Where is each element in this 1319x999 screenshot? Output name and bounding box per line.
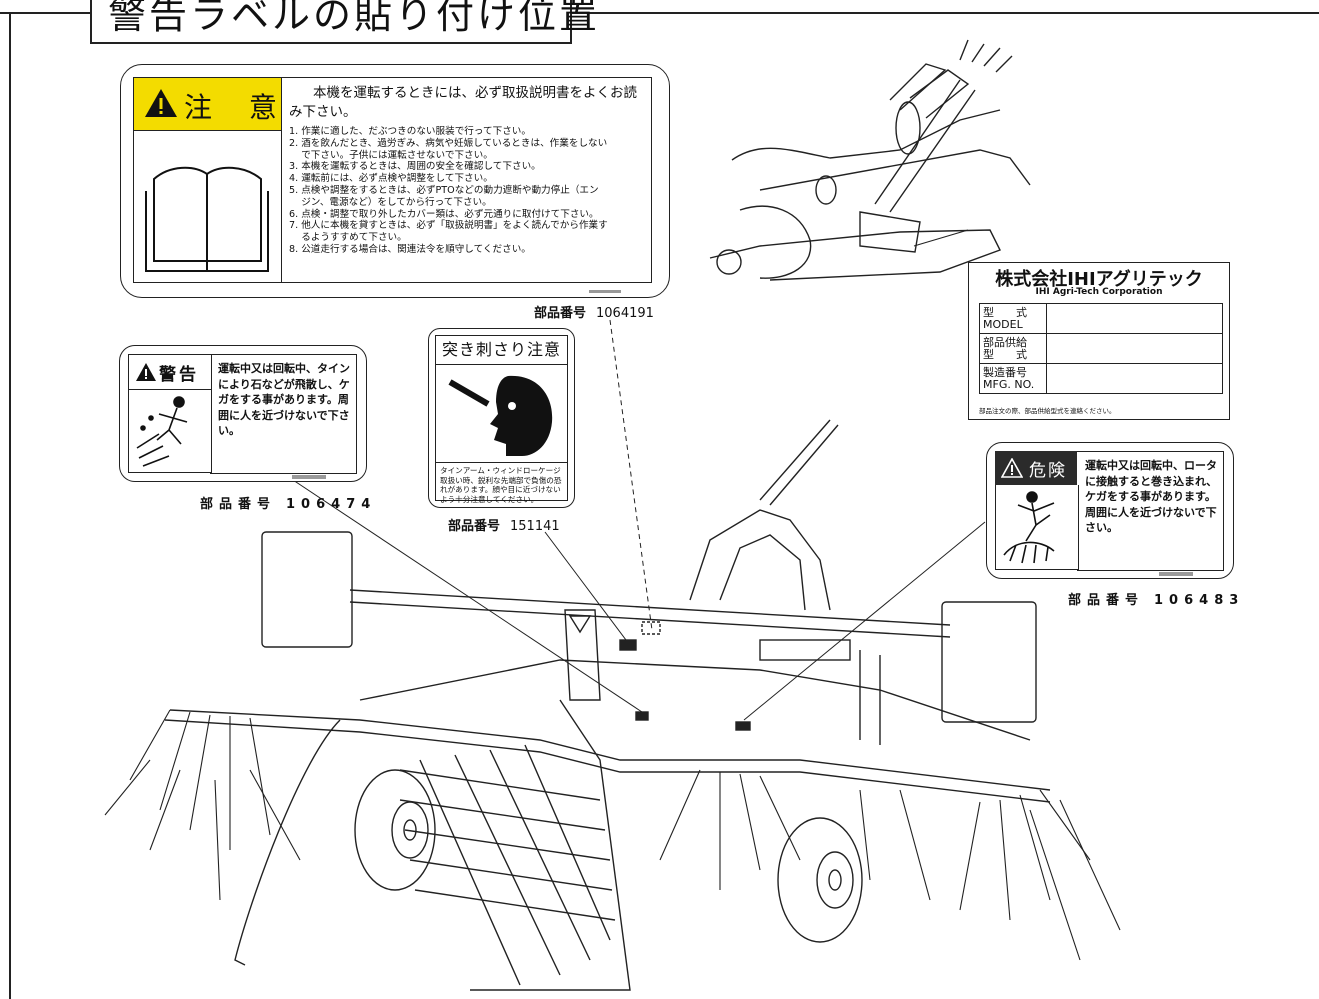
puncture-head-icon	[448, 375, 553, 456]
label-tab	[589, 290, 621, 293]
warning-triangle-icon	[136, 363, 156, 381]
nameplate-row: 型 式 MODEL	[979, 303, 1223, 334]
caution-item: 3. 本機を運転するときは、周囲の安全を確認して下さい。	[289, 161, 541, 173]
danger-message-panel: 運転中又は回転中、ロータに接触すると巻き込まれ、ケガをする事があります。周囲に人…	[1077, 451, 1224, 571]
nameplate-table: 型 式 MODEL 部品供給 型 式 製造番号 MFG. NO.	[979, 303, 1223, 394]
puncture-caution-label: 突き刺さり注意 タインアーム・ウィンドローケージ取扱い時、鋭利な先端部で負傷の恐…	[428, 328, 575, 508]
book-icon	[145, 166, 269, 272]
caution-label: 注 意 本機を運転するときには、必ず取扱説明書をよくお読み下さい。 1. 作業に…	[120, 64, 670, 298]
caution-icon-panel	[133, 129, 282, 283]
caution-item: 4. 運転前には、必ず点検や調整をして下さい。	[289, 173, 493, 185]
wheel-left-drawing	[354, 769, 436, 891]
nameplate-row-value	[1046, 363, 1223, 394]
page-title: 警告ラベルの貼り付け位置	[108, 0, 601, 37]
part-number-label: 部品番号	[200, 497, 277, 512]
hitch-detail-drawing	[709, 39, 1031, 281]
entanglement-icon	[1003, 491, 1055, 564]
part-number-value: 151141	[510, 519, 560, 534]
nameplate-row: 製造番号 MFG. NO.	[979, 363, 1223, 394]
warning-message-panel: 運転中又は回転中、タインにより石などが飛散し、ケガをする事があります。周囲に人を…	[210, 354, 357, 474]
puncture-label-text: タインアーム・ウィンドローケージ取扱い時、鋭利な先端部で負傷の恐れがあります。顔…	[440, 466, 562, 504]
nameplate-row-label: 部品供給 型 式	[979, 333, 1047, 364]
caution-item: 1. 作業に適した、だぶつきのない服装で行って下さい。	[289, 126, 531, 137]
part-number-label: 部品番号	[534, 306, 587, 321]
part-number-value: 1064191	[596, 306, 654, 321]
warning-pictogram-panel	[128, 388, 212, 473]
warning-part-number: 部品番号 106474	[200, 493, 376, 512]
warning-triangle-icon	[145, 89, 177, 117]
part-number-label: 部品番号	[1068, 593, 1145, 608]
nameplate-row-value	[1046, 303, 1223, 334]
part-number-label: 部品番号	[448, 519, 501, 534]
warning-label: 警告 運転中又は回転中、タインにより石などが飛散し、ケガをする事があります。周囲…	[119, 345, 367, 482]
page-frame-top	[0, 12, 1319, 14]
warning-signal-word: 警告	[159, 365, 199, 385]
warning-header: 警告	[128, 354, 212, 390]
label-tab	[1159, 572, 1193, 576]
warning-message: 運転中又は回転中、タインにより石などが飛散し、ケガをする事があります。周囲に人を…	[218, 362, 350, 437]
danger-pictogram-panel	[995, 485, 1079, 570]
flying-stone-icon	[136, 396, 188, 467]
warning-triangle-icon	[1001, 458, 1023, 478]
nameplate: 株式会社IHIアグリテック IHI Agri-Tech Corporation …	[968, 262, 1230, 420]
caution-item: 6. 点検・調整で取り外したカバー類は、必ず元通りに取付けて下さい。	[289, 208, 599, 220]
danger-label: 危険 運転中又は回転中、ロータに接触すると巻き込まれ、ケガをする事があります。周…	[986, 442, 1234, 579]
rake-frame-drawing	[164, 419, 1051, 803]
puncture-label-inner: 突き刺さり注意 タインアーム・ウィンドローケージ取扱い時、鋭利な先端部で負傷の恐…	[435, 335, 568, 504]
nameplate-note: 部品注文の際、部品供給型式を連絡ください。	[979, 407, 1116, 415]
nameplate-row: 部品供給 型 式	[979, 333, 1223, 364]
caution-lead-text: 本機を運転するときには、必ず取扱説明書をよくお読み下さい。	[289, 85, 637, 120]
danger-signal-word: 危険	[1029, 461, 1067, 481]
windrow-cage-drawing	[234, 699, 631, 991]
danger-header: 危険	[995, 451, 1077, 485]
nameplate-row-label: 型 式 MODEL	[979, 303, 1047, 334]
part-number-value: 106474	[286, 497, 377, 512]
danger-part-number: 部品番号 106483	[1068, 589, 1244, 608]
nameplate-company: 株式会社IHIアグリテック	[995, 269, 1203, 290]
caution-signal-word: 注 意	[184, 91, 291, 124]
puncture-label-title: 突き刺さり注意	[436, 336, 567, 365]
puncture-pictogram-panel	[436, 364, 567, 463]
wheel-right-drawing	[777, 817, 863, 943]
nameplate-row-value	[1046, 333, 1223, 364]
part-number-value: 106483	[1154, 593, 1245, 608]
nameplate-company-en: IHI Agri-Tech Corporation	[1035, 287, 1163, 297]
caution-item: 5. 点検や調整をするときは、必ずPTOなどの動力遮断や動力停止（エン ジン、電…	[289, 184, 599, 208]
danger-message: 運転中又は回転中、ロータに接触すると巻き込まれ、ケガをする事があります。周囲に人…	[1085, 459, 1218, 534]
page-title-box: 警告ラベルの貼り付け位置	[90, 0, 597, 44]
caution-item: 8. 公道走行する場合は、関連法令を順守してください。	[289, 243, 531, 255]
tine-arms-drawing	[104, 709, 1121, 961]
caution-part-number: 部品番号 1064191	[534, 302, 654, 321]
caution-item: 7. 他人に本機を貸すときは、必ず「取扱説明書」をよく読んでから作業す るようす…	[289, 220, 608, 244]
caution-item: 2. 酒を飲んだとき、過労ぎみ、病気や妊娠しているときは、作業をしない で下さい…	[289, 137, 608, 161]
label-tab	[292, 475, 326, 479]
caution-text-panel: 本機を運転するときには、必ず取扱説明書をよくお読み下さい。 1. 作業に適した、…	[281, 77, 652, 283]
caution-item-list: 1. 作業に適した、だぶつきのない服装で行って下さい。 2. 酒を飲んだとき、過…	[289, 126, 649, 256]
page-frame-left	[9, 12, 11, 999]
caution-header: 注 意	[133, 77, 282, 131]
puncture-part-number: 部品番号 151141	[448, 515, 560, 534]
nameplate-row-label: 製造番号 MFG. NO.	[979, 363, 1047, 394]
